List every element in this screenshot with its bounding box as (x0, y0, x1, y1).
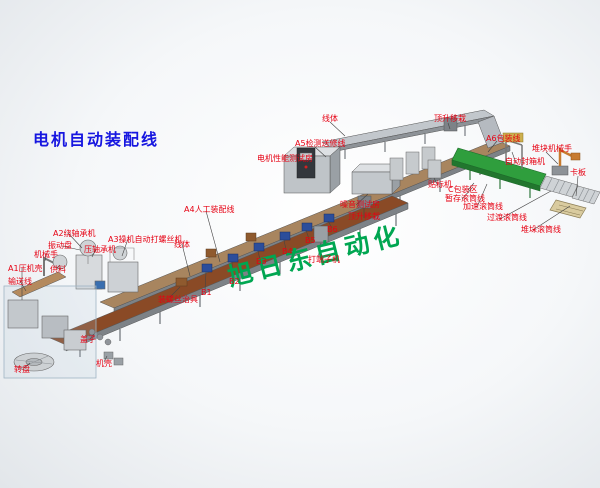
terminal-machine (313, 225, 329, 243)
pallet (549, 199, 587, 219)
label-stacking-robot: 堆块机械手 (532, 144, 572, 153)
label-buffer-roller-line: 暂存滚筒线 (445, 194, 485, 203)
stacking-robot (551, 147, 581, 176)
sealing-machine (502, 132, 524, 169)
label-b5: B5 (305, 236, 316, 245)
label-a1-press-housing: A1压机壳 (8, 264, 43, 273)
label-c-packing-area: C包装区 (448, 185, 478, 194)
a3-machine (107, 245, 139, 293)
lift-transfer-mid (357, 195, 372, 209)
a1-cell (3, 254, 124, 379)
label-b2: B2 (229, 277, 240, 286)
test-room (283, 146, 341, 194)
label-housing: 机壳 (96, 359, 112, 368)
label-stacking-roller-line: 堆垛滚筒线 (521, 225, 561, 234)
a2-machine (75, 239, 106, 290)
label-a4-manual-assembly-line: A4人工装配线 (184, 205, 235, 214)
leader-lines (19, 121, 579, 369)
label-turntable: 转盘 (14, 365, 30, 374)
label-lift-transfer-mid: 顶升移栽 (348, 212, 380, 221)
label-terminal-machine: 打端子机 (308, 255, 340, 264)
label-robot-hand: 机械手 (34, 250, 58, 259)
label-pallet: 卡板 (570, 168, 586, 177)
label-noise-test-room: 噪音测试房 (340, 200, 380, 209)
label-a2-bearing-machine: A2绕轴承机 (53, 229, 96, 238)
label-a3-screw-machine: A3操机自动打螺丝机 (108, 235, 183, 244)
conveyor-connector (477, 115, 505, 149)
label-a5-inspection-line: A5检测送修线 (295, 139, 346, 148)
label-bearing-press: 压轴承机 (84, 245, 116, 254)
label-a6-packing-line: A6包装线 (486, 134, 521, 143)
belt-fixtures (175, 232, 257, 287)
labeling-machine (427, 159, 442, 179)
label-transition-roller-line: 过渡滚筒线 (487, 213, 527, 222)
label-b1: B1 (201, 288, 212, 297)
label-conveyor-line: 输送线 (8, 277, 32, 286)
label-feeding: 供料 (50, 265, 66, 274)
label-b3: B3 (256, 257, 267, 266)
label-b4: B4 (282, 247, 293, 256)
label-screw-fixture: 装螺丝治具 (158, 295, 198, 304)
label-motor-test-room: 电机性能测试房 (257, 154, 313, 163)
label-labeling-machine: 贴标机 (428, 180, 452, 189)
noise-room (351, 163, 401, 195)
lift-transfer-top (443, 117, 458, 132)
label-accelerating-roller-line: 加速滚筒线 (463, 202, 503, 211)
green-packing-conveyor (451, 147, 547, 198)
label-lift-transfer-top: 顶升移栽 (434, 114, 466, 123)
label-conveyor-body-top: 线体 (322, 114, 338, 123)
label-vibration-bowl: 振动盘 (48, 241, 72, 250)
label-b6: B6 (327, 225, 338, 234)
roller-tables (539, 175, 600, 205)
label-cover: 盖子 (80, 335, 96, 344)
pallet-fixtures (201, 213, 335, 273)
page-title: 电机自动装配线 (33, 130, 160, 149)
label-conveyor-body-mid: 线体 (174, 240, 190, 249)
label-carton-sealer: 自动封箱机 (505, 157, 545, 166)
